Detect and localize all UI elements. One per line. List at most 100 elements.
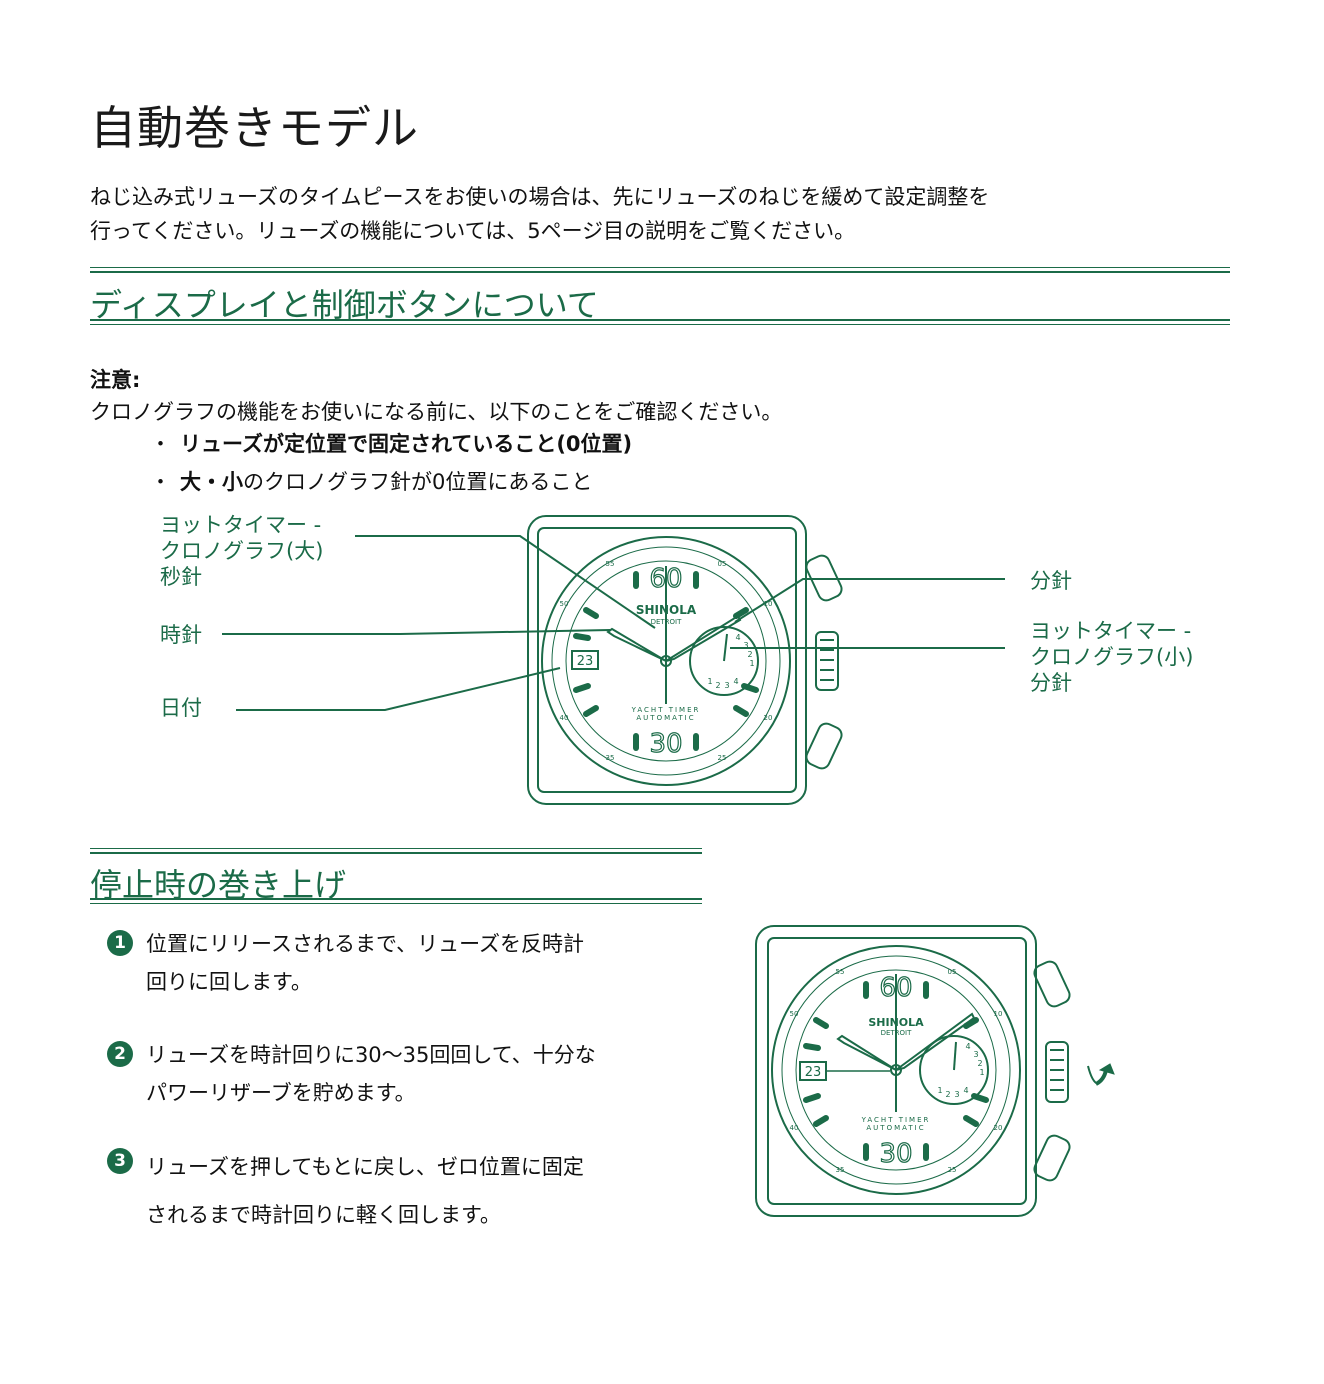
bullet-text: のクロノグラフ針が0位置にあること	[243, 470, 593, 494]
watch-diagram-main: 60 30 SHINOLA DETROIT 23 YACHT TIMER AUT…	[527, 515, 843, 805]
model-name: YACHT TIMER	[861, 1116, 931, 1124]
callout-minute-hand: 分針	[1030, 569, 1072, 593]
hour-hand	[836, 1034, 897, 1071]
step-line: リューズを押してもとに戻し、ゼロ位置に固定	[146, 1155, 584, 1179]
date-value: 23	[577, 654, 594, 669]
minute-tick-label: 25	[718, 754, 727, 762]
sub-dial-number: 1	[749, 659, 754, 668]
minute-tick-label: 35	[606, 754, 615, 762]
rotation-arrow-icon	[1087, 1063, 1115, 1086]
pusher-bottom-icon	[1033, 1134, 1071, 1182]
step-line: 回りに回します。	[146, 970, 312, 994]
minute-tick-label: 05	[718, 560, 727, 568]
sub-dial	[919, 1035, 989, 1105]
sub-dial-hand	[723, 633, 728, 662]
section-rule	[90, 852, 702, 854]
callout-line: ヨットタイマー -	[160, 513, 322, 537]
pusher-bottom-icon	[805, 722, 843, 770]
brand-logo: SHINOLA	[868, 1016, 924, 1029]
sub-dial-number: 2	[715, 681, 720, 690]
sub-dial-number: 3	[743, 641, 748, 650]
section-heading-winding: 停止時の巻き上げ	[90, 866, 347, 904]
minute-tick-label: 55	[606, 560, 615, 568]
section-rule	[90, 271, 1230, 273]
sub-dial-number: 4	[735, 633, 740, 642]
watch-case	[527, 515, 807, 805]
step-line: されるまで時計回りに軽く回します。	[146, 1203, 501, 1227]
dial-outer	[541, 536, 791, 786]
sub-dial-number: 2	[945, 1090, 950, 1099]
leader-minute	[734, 578, 1005, 623]
step-line: リューズを時計回りに30〜35回回して、十分な	[146, 1043, 596, 1067]
minute-tick-label: 20	[994, 1124, 1003, 1132]
intro-line: 行ってください。リューズの機能については、5ページ目の説明をご覧ください。	[90, 219, 856, 243]
pusher-top-icon	[805, 554, 843, 602]
bullet-dot: ・	[150, 432, 171, 456]
brand-city: DETROIT	[881, 1029, 913, 1037]
step-number-3: 3	[107, 1148, 133, 1174]
date-value: 23	[805, 1065, 822, 1080]
section-rule	[90, 848, 702, 849]
minute-tick-label: 40	[560, 714, 569, 722]
minute-tick-label: 05	[948, 968, 957, 976]
step-text-1: 位置にリリースされるまで、リューズを反時計 回りに回します。	[146, 925, 584, 1001]
sub-dial-number: 3	[954, 1090, 959, 1099]
minute-tick-label: 40	[790, 1124, 799, 1132]
sub-dial-hand	[953, 1041, 957, 1071]
model-type: AUTOMATIC	[866, 1124, 925, 1132]
step-text-3: リューズを押してもとに戻し、ゼロ位置に固定 されるまで時計回りに軽く回します。	[146, 1143, 584, 1239]
minute-tick-label: 20	[764, 714, 773, 722]
date-window	[571, 650, 599, 670]
minute-tick-label: 55	[836, 968, 845, 976]
sub-dial-number: 2	[747, 650, 752, 659]
intro-line: ねじ込み式リューズのタイムピースをお使いの場合は、先にリューズのねじを緩めて設定…	[90, 185, 990, 209]
callout-yacht-small-minute-hand: ヨットタイマー - クロノグラフ(小) 分針	[1030, 618, 1193, 696]
page-title: 自動巻きモデル	[90, 101, 419, 155]
callout-line: 秒針	[160, 565, 202, 589]
brand-logo: SHINOLA	[636, 603, 697, 617]
minute-tick-label: 10	[994, 1010, 1003, 1018]
callout-yacht-big-second-hand: ヨットタイマー - クロノグラフ(大) 秒針	[160, 512, 323, 590]
watch-case	[755, 925, 1037, 1217]
sub-dial-number: 4	[963, 1086, 968, 1095]
callout-line: クロノグラフ(大)	[160, 539, 324, 563]
callout-line: ヨットタイマー -	[1030, 619, 1192, 643]
sub-dial	[689, 626, 759, 696]
bullet-item: ・リューズが定位置で固定されていること(0位置)	[150, 428, 632, 458]
minute-tick-label: 50	[560, 600, 569, 608]
bullet-item: ・大・小のクロノグラフ針が0位置にあること	[150, 466, 592, 496]
note-label: 注意:	[90, 368, 141, 392]
numeral-top: 60	[649, 564, 682, 594]
dial-outer	[771, 945, 1021, 1195]
step-text-2: リューズを時計回りに30〜35回回して、十分な パワーリザーブを貯めます。	[146, 1036, 596, 1112]
numeral-bottom: 30	[649, 729, 682, 759]
callout-date: 日付	[160, 696, 202, 720]
section-rule	[90, 903, 702, 904]
crown-icon	[1045, 1041, 1069, 1103]
sub-dial-number: 1	[979, 1068, 984, 1077]
watch-diagram-winding: 60 30 SHINOLA DETROIT 23 YACHT TIMER AUT…	[755, 925, 1115, 1217]
minute-tick-label: 25	[948, 1166, 957, 1174]
section-rule	[90, 319, 1230, 321]
minute-tick-label: 35	[836, 1166, 845, 1174]
leader-yacht-big	[355, 535, 656, 629]
section-rule	[90, 324, 1230, 325]
numeral-bottom: 30	[879, 1139, 912, 1169]
step-number-2: 2	[107, 1041, 133, 1067]
intro-paragraph: ねじ込み式リューズのタイムピースをお使いの場合は、先にリューズのねじを緩めて設定…	[90, 180, 989, 248]
crown-icon	[815, 631, 839, 691]
section-rule	[90, 267, 1230, 268]
step-number-1: 1	[107, 930, 133, 956]
hour-hand	[606, 627, 667, 662]
callout-hour-hand: 時針	[160, 623, 202, 647]
sub-dial-number: 2	[977, 1059, 982, 1068]
section-heading-display: ディスプレイと制御ボタンについて	[90, 286, 599, 324]
sub-dial-number: 3	[973, 1050, 978, 1059]
callout-line: クロノグラフ(小)	[1030, 645, 1194, 669]
brand-city: DETROIT	[651, 618, 683, 626]
pusher-top-icon	[1033, 960, 1071, 1008]
minute-tick-label: 10	[764, 600, 773, 608]
minute-tick-label: 50	[790, 1010, 799, 1018]
model-type: AUTOMATIC	[636, 714, 695, 722]
sub-dial-number: 4	[733, 677, 738, 686]
